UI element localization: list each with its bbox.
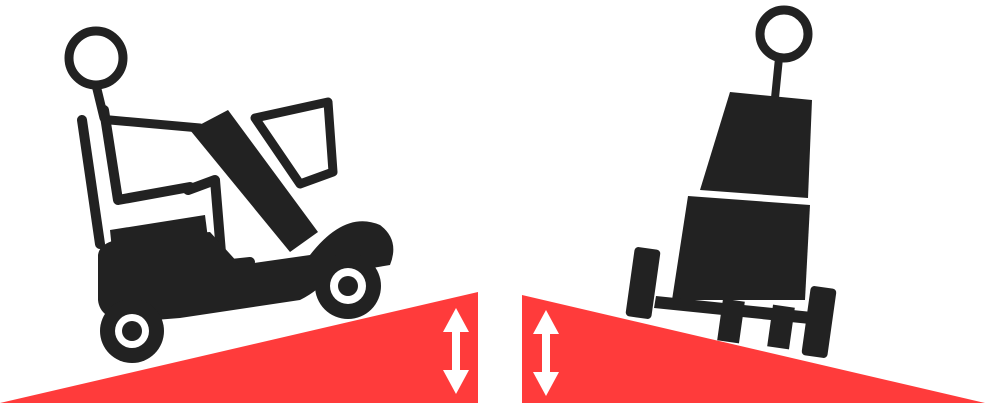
left-panel bbox=[0, 31, 478, 403]
right-panel bbox=[522, 10, 985, 403]
scooter-side-view-icon bbox=[69, 31, 393, 363]
scooter-rear-view-icon bbox=[625, 10, 836, 358]
